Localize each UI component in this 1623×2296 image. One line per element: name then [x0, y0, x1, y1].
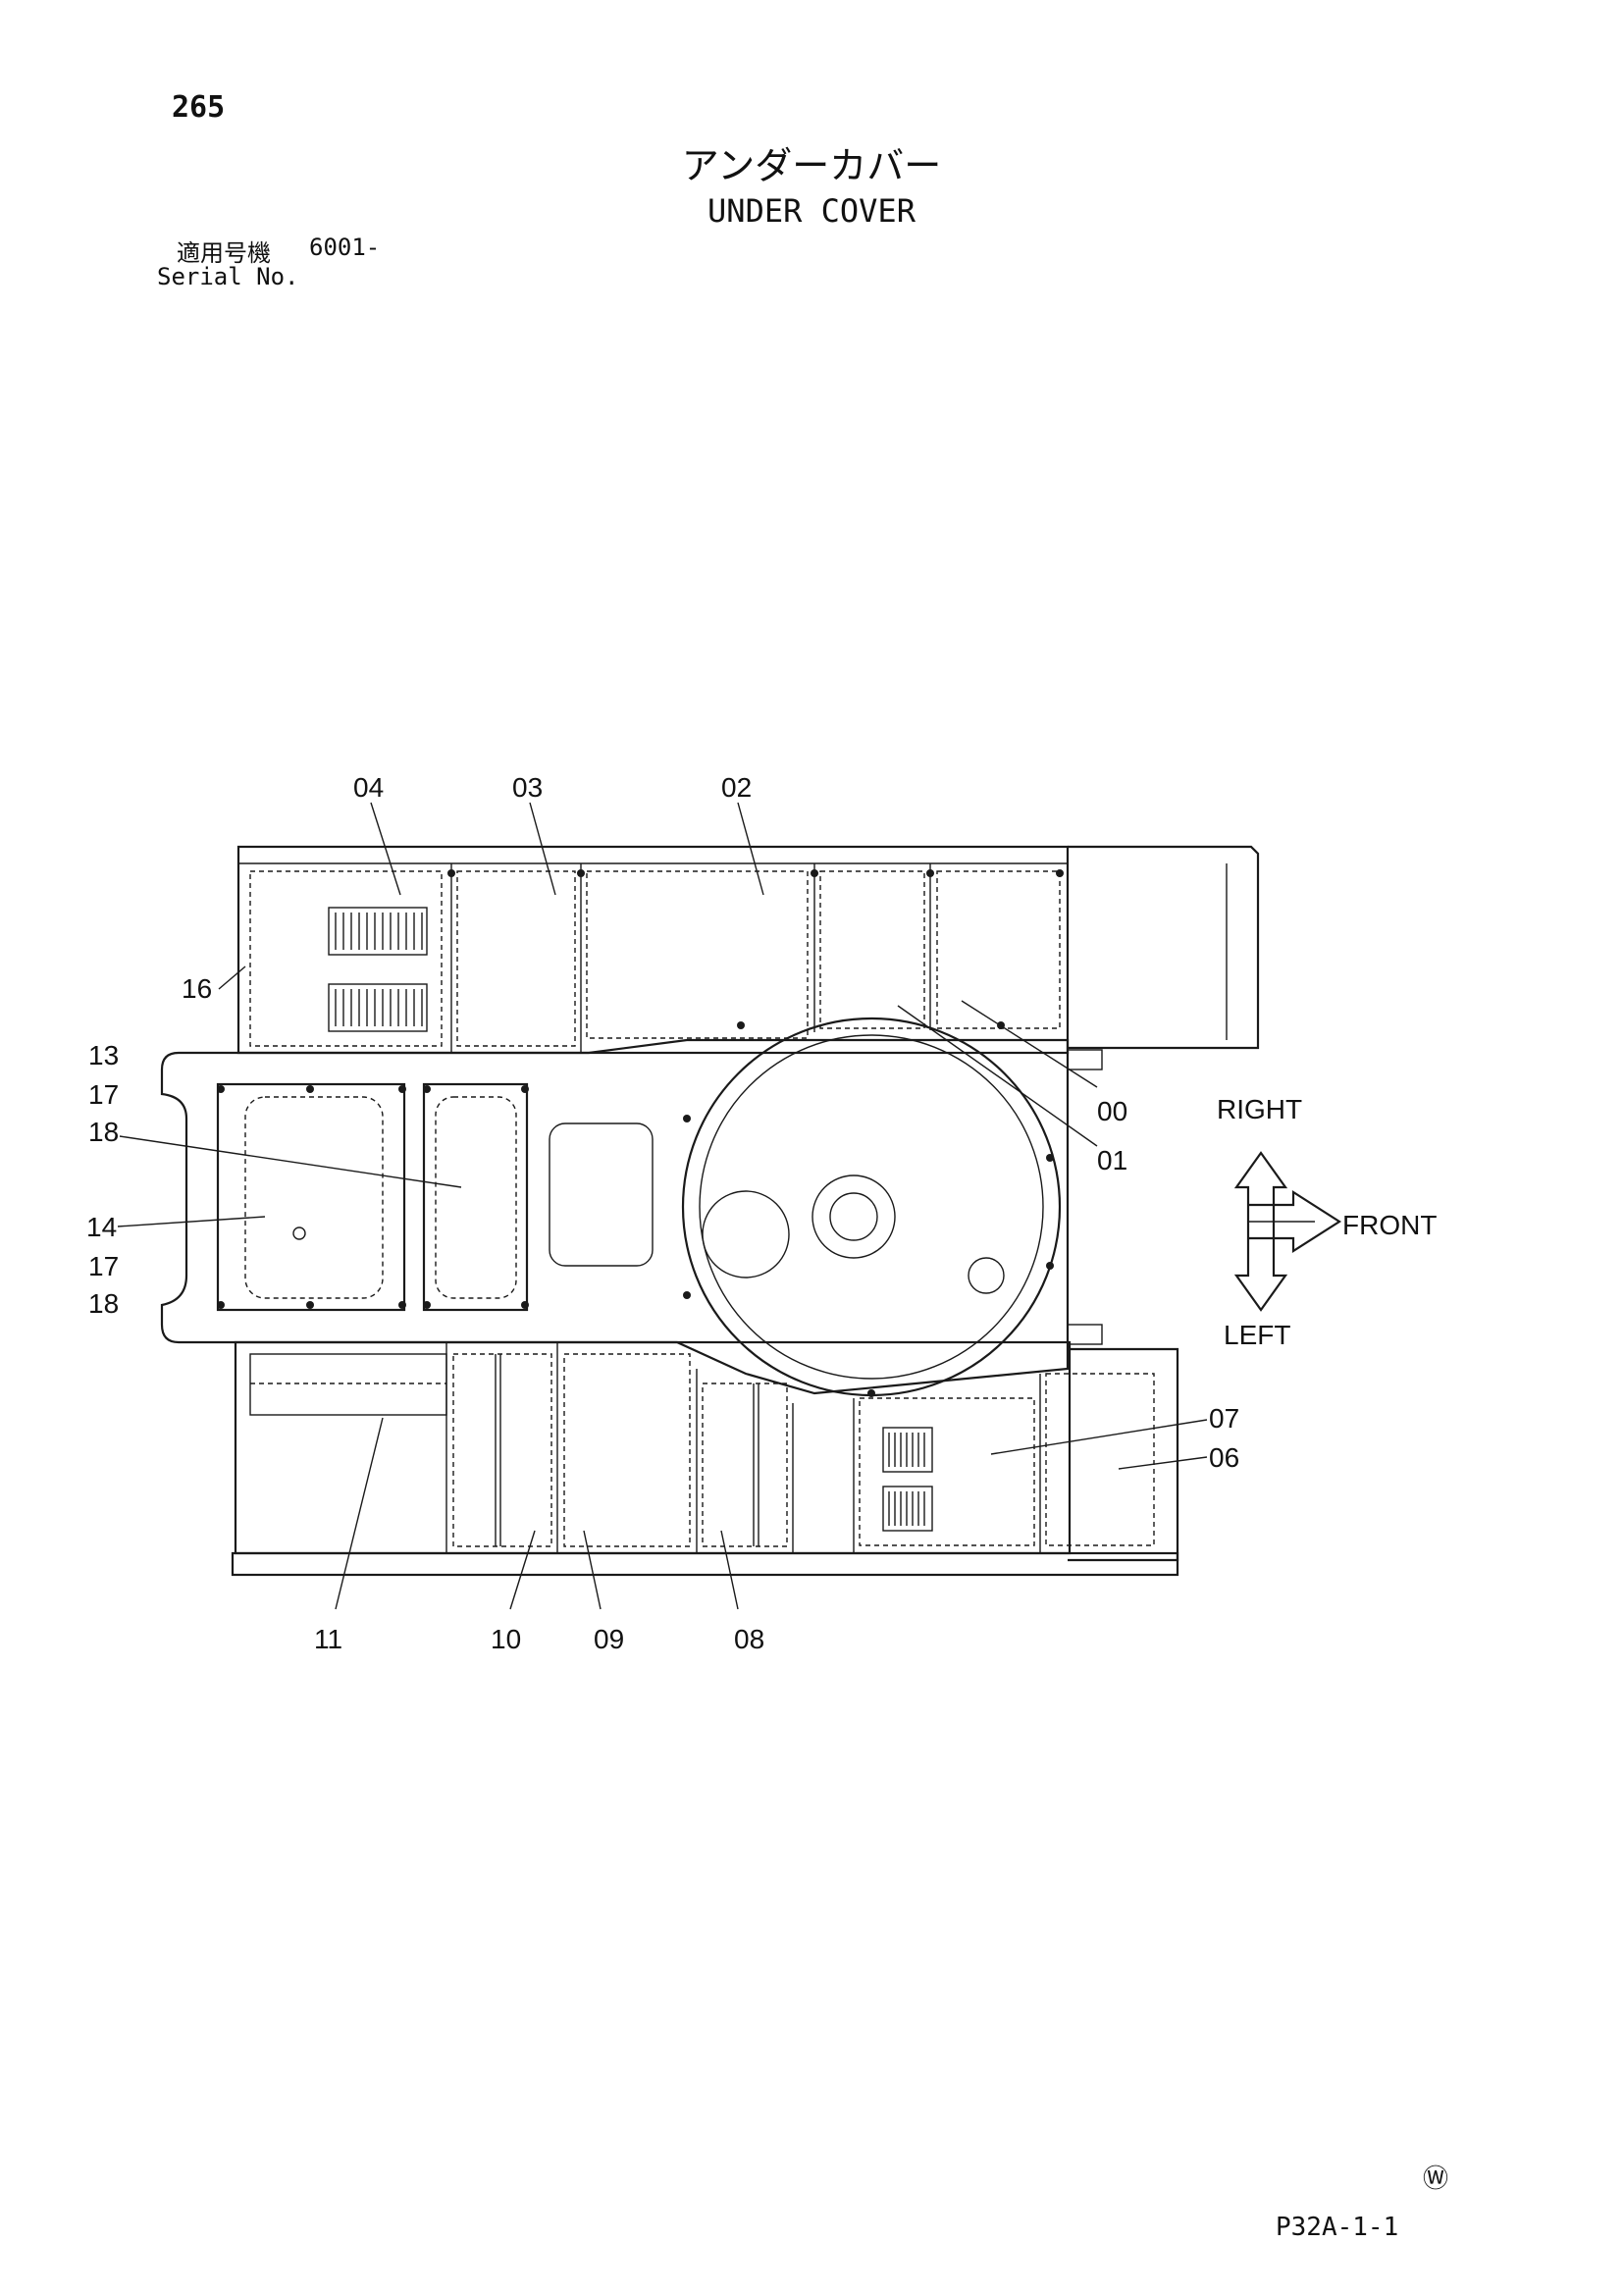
callout-04: 04: [353, 772, 384, 803]
serial-value: 6001-: [309, 234, 381, 261]
callout-01: 01: [1097, 1145, 1127, 1175]
callout-17-lower: 17: [88, 1251, 119, 1281]
bolts: [217, 869, 1064, 1397]
serial-label-english: Serial No.: [157, 263, 299, 290]
callout-10: 10: [491, 1624, 521, 1654]
swing-bearing: [681, 1017, 1062, 1397]
callout-13: 13: [88, 1040, 119, 1070]
callout-11: 11: [314, 1624, 342, 1654]
callout-09: 09: [594, 1624, 624, 1654]
vent-louvers-lower: [882, 1427, 933, 1532]
main-frame-body: [160, 1017, 1103, 1397]
callout-07: 07: [1209, 1403, 1239, 1434]
callout-18-upper: 18: [88, 1117, 119, 1147]
page-code: P32A-1-1: [1276, 2213, 1399, 2242]
callout-18-lower: 18: [88, 1288, 119, 1319]
callout-06: 06: [1209, 1442, 1239, 1473]
page-number: 265: [172, 90, 226, 125]
direction-right-label: RIGHT: [1217, 1094, 1302, 1124]
leader-lines: [117, 802, 1208, 1610]
direction-left-label: LEFT: [1224, 1320, 1290, 1350]
callout-08: 08: [734, 1624, 764, 1654]
vent-louvers-upper: [328, 907, 428, 1032]
callout-02: 02: [721, 772, 752, 803]
callout-00: 00: [1097, 1096, 1127, 1126]
callout-labels: 04 03 02 16 13 17 18 14 17 18 00 01 07 0…: [86, 772, 1437, 1654]
title-japanese: アンダーカバー: [681, 144, 942, 187]
serial-label-japanese: 適用号機: [177, 239, 271, 267]
lower-cover-assembly: [231, 1340, 1179, 1577]
direction-front-label: FRONT: [1342, 1210, 1437, 1240]
direction-indicator: [1233, 1151, 1342, 1312]
title-english: UNDER COVER: [707, 192, 916, 230]
callout-14: 14: [86, 1212, 117, 1242]
watermark-w-symbol: Ⓦ: [1423, 2165, 1449, 2194]
callout-16: 16: [182, 973, 212, 1004]
upper-cover-assembly: [236, 845, 1260, 1055]
callout-17-upper: 17: [88, 1079, 119, 1110]
callout-03: 03: [512, 772, 543, 803]
